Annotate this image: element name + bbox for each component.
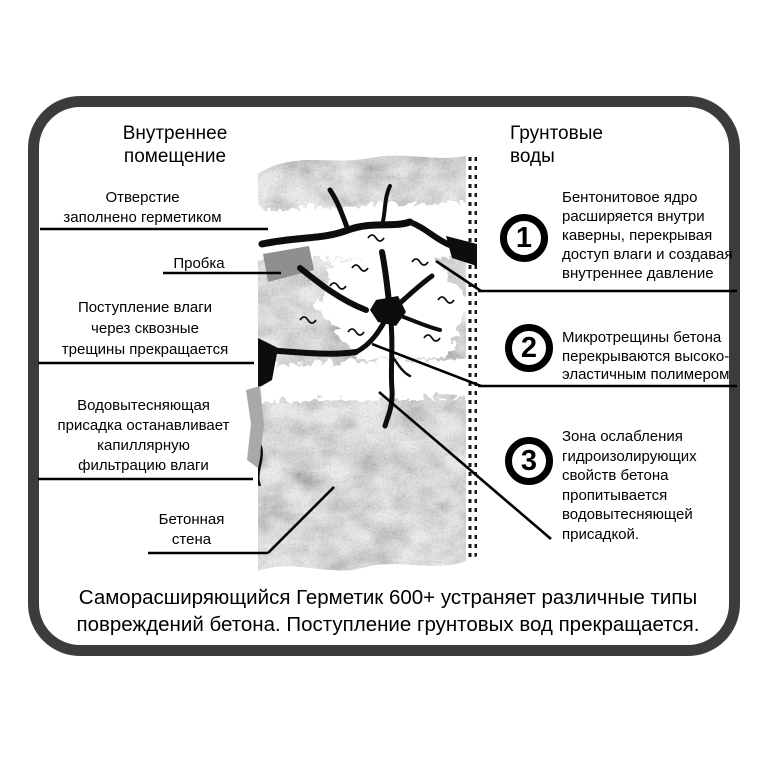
label-sealed-hole: Отверстие заполнено герметиком (63, 189, 222, 226)
label-bentonite-core: Бентонитовое ядро расширяется внутри кав… (562, 189, 733, 282)
rounded-border-frame (28, 96, 740, 656)
step-2-badge: 2 (505, 324, 553, 372)
step-1-badge: 1 (500, 214, 548, 262)
moisture-squiggles (299, 234, 455, 342)
bottom-caption: Саморасширяющийся Герметик 600+ устраняе… (76, 586, 700, 636)
groundwater-title: Грунтовые воды (510, 123, 603, 167)
label-weakened-zone: Зона ослабления гидроизолирующих свойств… (562, 428, 697, 543)
label-concrete-wall: Бетонная стена (158, 511, 225, 548)
step-3-badge: 3 (505, 437, 553, 485)
label-plug: Пробка (173, 255, 225, 272)
zipper-edge (466, 152, 477, 565)
concrete-wall (258, 152, 477, 571)
label-microcracks: Микротрещины бетона перекрываются высоко… (562, 329, 730, 383)
label-moisture-stopped: Поступление влаги через сквозные трещины… (61, 299, 229, 358)
label-additive: Водовытесняющая присадка останавливает к… (57, 397, 230, 474)
pointer-lines (38, 227, 737, 555)
interior-title: Внутреннее помещение (122, 123, 228, 167)
additive-strip (246, 386, 264, 468)
